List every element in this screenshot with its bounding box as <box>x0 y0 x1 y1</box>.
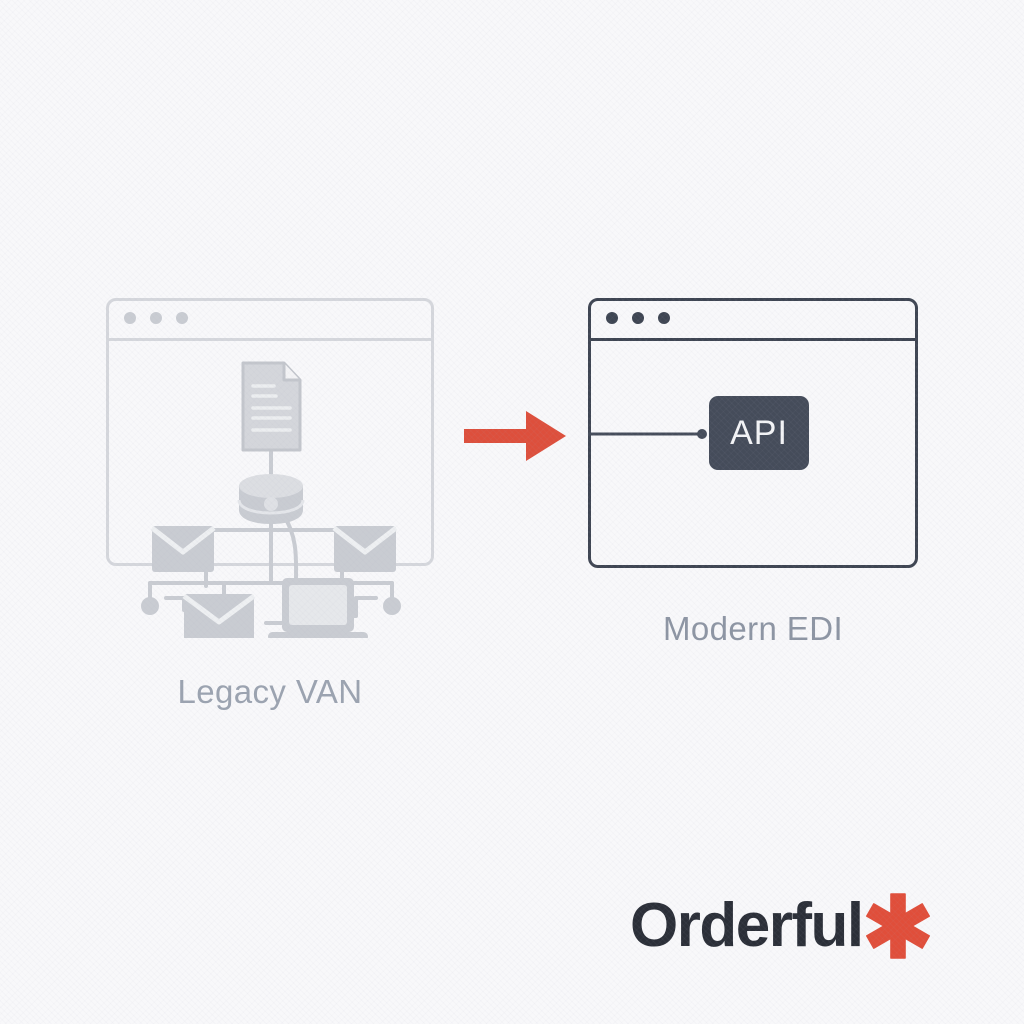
api-connector-line-icon <box>588 429 707 439</box>
database-icon <box>237 474 305 524</box>
api-box[interactable]: API <box>709 396 809 470</box>
window-dot-minimize-icon <box>632 312 644 324</box>
laptop-icon <box>268 578 368 638</box>
window-dot-close-icon <box>606 312 618 324</box>
legacy-window-titlebar <box>106 298 434 341</box>
modern-edi-caption: Modern EDI <box>662 610 844 647</box>
modern-window-titlebar <box>588 298 918 341</box>
envelope-icon-left <box>150 526 216 572</box>
legacy-van-caption: Legacy VAN <box>177 673 363 710</box>
orderful-wordmark: Orderful <box>630 891 864 960</box>
right-arrow-icon <box>464 411 566 461</box>
legacy-van-network-diagram <box>141 361 401 638</box>
asterisk-icon <box>865 893 930 959</box>
node-dot-left-icon <box>141 597 159 615</box>
window-dot-maximize-icon <box>176 312 188 324</box>
api-box-label: API <box>730 413 788 452</box>
envelope-icon-bottom <box>182 593 256 638</box>
document-icon <box>241 361 302 452</box>
window-dot-close-icon <box>124 312 136 324</box>
link-db-laptop <box>282 514 299 585</box>
node-dot-right-icon <box>383 597 401 615</box>
window-dot-minimize-icon <box>150 312 162 324</box>
envelope-icon-right <box>332 526 398 572</box>
window-dot-maximize-icon <box>658 312 670 324</box>
orderful-logo: Orderful <box>630 880 982 972</box>
